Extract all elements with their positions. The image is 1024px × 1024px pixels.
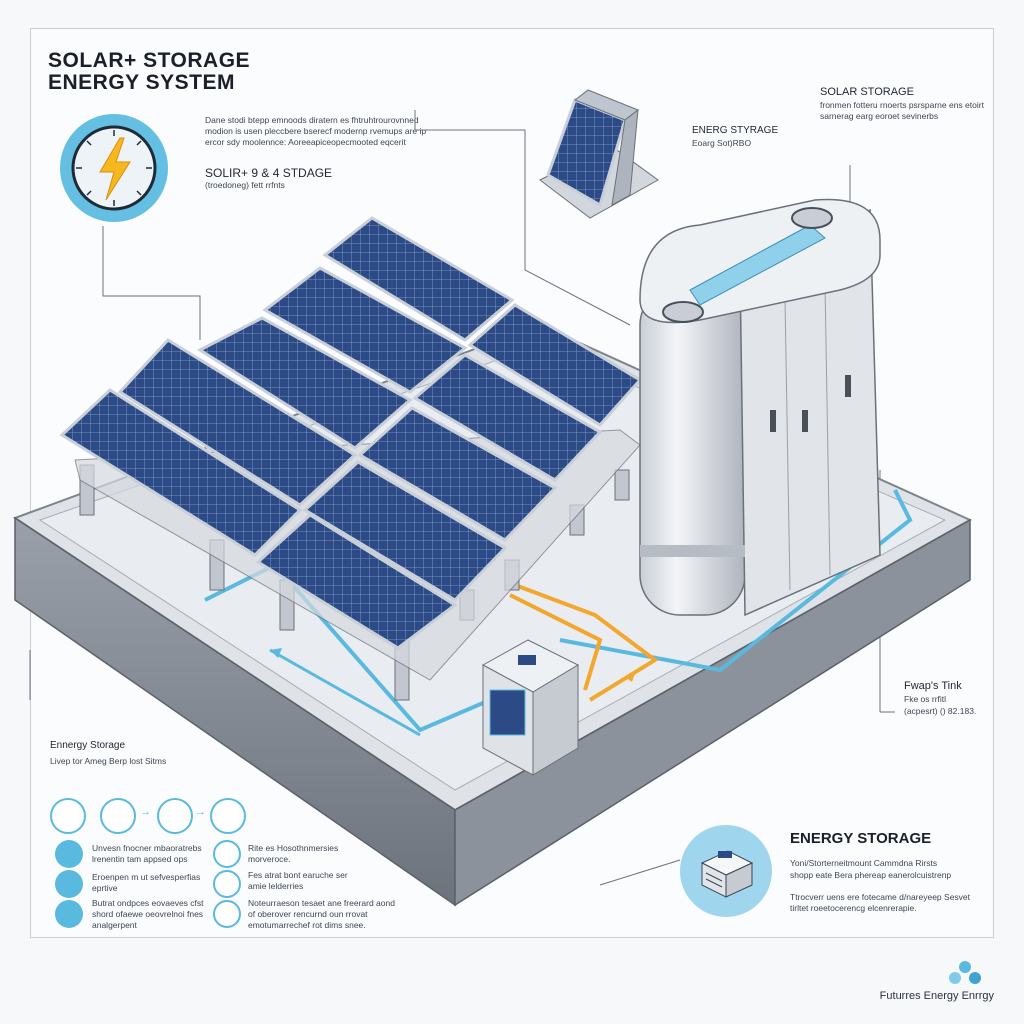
solar-panel	[302, 460, 508, 602]
tower-icon	[55, 900, 83, 928]
platform-side-right	[454, 518, 971, 907]
solar-panel	[255, 513, 458, 650]
title-line-2: ENERGY SYSTEM	[48, 71, 235, 94]
gauge-bolt-icon	[58, 112, 170, 224]
leader-line-gauge	[102, 226, 201, 340]
battery-icon	[50, 798, 86, 834]
legend-item-left-2: Eroenpen m ut sefvesperfias eprtive	[92, 872, 201, 893]
inverter-cabinet	[481, 639, 580, 776]
right-callout-line2: Fke os rrfitl	[904, 694, 947, 704]
car-charger-icon	[210, 798, 246, 834]
solar-storage-callout-text: fronmen fotteru rnoerts psrsparne ens et…	[820, 100, 984, 121]
grid-icon	[213, 900, 241, 928]
legend-item-right-1: Rite es Hosothnmersies morveroce.	[248, 843, 339, 864]
small-solar-panel-stand	[539, 89, 659, 219]
title-line-1: SOLAR+ STORAGE	[48, 49, 251, 72]
solar-array	[59, 216, 643, 650]
flow-line-orange-2	[514, 583, 659, 702]
legend-item-left-3: Butrat ondpces eovaeves cfst shord ofaew…	[92, 898, 204, 930]
chip-icon	[157, 798, 193, 834]
solar-panel	[117, 338, 358, 507]
solar-storage-callout-label: SOLAR STORAGE	[820, 86, 914, 98]
solar-panel	[59, 388, 303, 557]
solar-panel	[412, 353, 603, 482]
energy-storage-heading: ENERGY STORAGE	[790, 830, 932, 847]
legend-subtext: Livep tor Ameg Berp lost Sitms	[50, 756, 167, 766]
legend-item-left-1: Unvesn fnocner mbaoratrebs lrenentin tam…	[92, 843, 202, 864]
solar-panel	[196, 316, 413, 450]
legend-item-right-3: Noteurraeson tesaet ane freerard aond of…	[248, 898, 395, 930]
sun-icon	[213, 840, 241, 868]
energy-storage-line2: shopp eate Bera phereap eanerolcuistrenp	[790, 870, 952, 880]
sub-heading: SOLIR+ 9 & 4 STDAGE	[205, 166, 333, 180]
sub-text: (troedoneg) fett rrfnts	[205, 180, 285, 190]
bulb-icon	[55, 840, 83, 868]
legend-heading: Ennergy Storage	[50, 740, 126, 751]
intro-text: Dane stodi btepp emnoods diratern es fht…	[205, 115, 427, 147]
right-callout-line3: (acpesrt) () 82.183.	[904, 706, 977, 716]
storage-module-icon	[680, 825, 772, 917]
diagram-title: SOLAR+ STORAGE ENERGY SYSTEM	[48, 50, 250, 94]
energy-storage-line1: Yoni/Storterneitmount Cammdna Rirsts	[790, 858, 938, 868]
bolt-icon	[213, 870, 241, 898]
leader-line-storage	[414, 110, 631, 326]
solar-panel	[262, 266, 468, 394]
energy-storage-callout-sub: Eoarg Sot)RBO	[692, 138, 752, 148]
panel-icon	[55, 870, 83, 898]
brand-logo-icon	[945, 960, 985, 986]
arrow-icon: →	[140, 806, 151, 818]
flow-line-blue-1	[204, 562, 491, 733]
solar-panel	[322, 216, 515, 342]
legend-item-right-2: Fes atrat bont earuche ser amie lelderri…	[248, 870, 348, 891]
arrow-icon: →	[195, 806, 206, 818]
flow-line-blue-2	[559, 489, 913, 673]
energy-storage-line3: Ttrocverr uens ere fotecame d/nareyeep S…	[790, 892, 971, 913]
plug-icon	[100, 798, 136, 834]
right-callout-label: Fwap's Tink	[904, 680, 962, 692]
energy-storage-callout-label: ENERG STYRAGE	[692, 125, 779, 136]
battery-storage-tank	[639, 198, 881, 617]
flow-line-orange-1	[509, 593, 603, 691]
footer-brand: Futurres Energy Enrrgy	[879, 990, 994, 1002]
leader-line-storage-box	[599, 859, 681, 886]
solar-panel	[357, 406, 558, 542]
